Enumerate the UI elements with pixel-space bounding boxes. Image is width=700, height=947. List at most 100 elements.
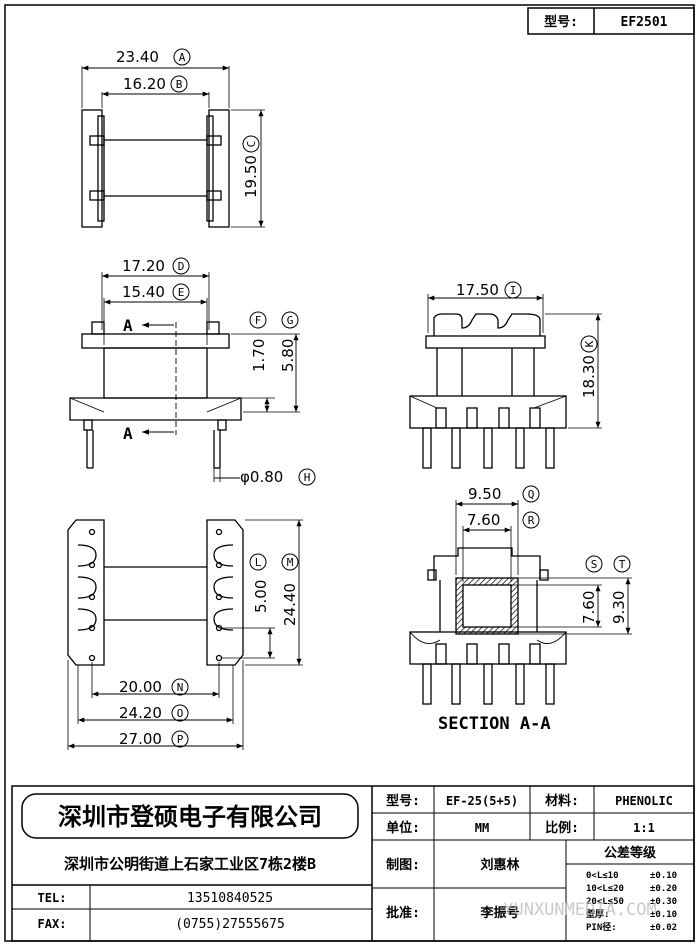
- dim-R-value: 7.60: [467, 511, 500, 529]
- dim-N-circle: [171, 678, 189, 696]
- dim-E-value: 15.40: [122, 283, 165, 301]
- dim-M-circle: [281, 553, 299, 571]
- dim-F-circle: [249, 311, 267, 329]
- dim-T-letter: T: [619, 558, 626, 571]
- tolerance-value: ±0.10: [650, 871, 677, 881]
- outer-frame: [4, 4, 695, 942]
- dim-L-value: 5.00: [252, 580, 270, 613]
- dim-I-letter: I: [510, 284, 517, 297]
- tolerance-range: 20<L≤50: [586, 897, 624, 907]
- tolerance-value: ±0.20: [650, 884, 677, 894]
- dim-N-letter: N: [177, 681, 184, 694]
- dim-T-circle: [613, 555, 631, 573]
- tolerance-table: 0<L≤10 ±0.10 10<L≤20 ±0.20 20<L≤50 ±0.30 壁厚: ±0…: [586, 871, 677, 933]
- dim-K-circle: [580, 335, 598, 353]
- header-model-label: 型号:: [544, 14, 578, 30]
- tb-approved-value: 李振号: [479, 905, 519, 921]
- top-view: [81, 65, 265, 228]
- dim-E-circle: [172, 283, 190, 301]
- dim-D-value: 17.20: [122, 257, 165, 275]
- dim-B-circle: [170, 75, 188, 93]
- tb-model-value: EF-25(5+5): [446, 794, 518, 808]
- dim-A-letter: A: [179, 51, 186, 64]
- tolerance-value: ±0.10: [650, 910, 677, 920]
- title-block: [11, 785, 695, 942]
- dim-L-letter: L: [255, 556, 262, 569]
- dim-K-letter: K: [583, 340, 596, 347]
- watermark: YUNXUNMEDIA.COM: [503, 900, 657, 920]
- tb-drawn-label: 制图:: [386, 857, 420, 873]
- dim-A-value: 23.40: [116, 48, 159, 66]
- dim-I-circle: [504, 281, 522, 299]
- dim-C-letter: C: [245, 141, 258, 148]
- tb-drawn-value: 刘惠林: [480, 857, 519, 873]
- bottom-view: [67, 519, 303, 750]
- dim-L-circle: [249, 553, 267, 571]
- section-mark-top: A: [123, 316, 133, 335]
- header-model-value: EF2501: [621, 15, 668, 30]
- dim-O-letter: O: [177, 707, 184, 720]
- dim-K-value: 18.30: [580, 355, 598, 398]
- dim-P-letter: P: [177, 733, 184, 746]
- company-address: 深圳市公明街道上石家工业区7栋2楼B: [64, 855, 316, 873]
- tb-scale-label: 比例:: [545, 820, 579, 836]
- dim-P-circle: [171, 730, 189, 748]
- section-view: [409, 500, 632, 705]
- dim-G-circle: [281, 311, 299, 329]
- dim-G-letter: G: [287, 314, 294, 327]
- dim-Q-circle: [522, 485, 540, 503]
- tolerance-range: 0<L≤10: [586, 871, 619, 881]
- header-model-box: 型号: EF2501: [527, 7, 695, 35]
- side-view: [69, 272, 300, 482]
- fax-value: (0755)27555675: [175, 917, 285, 932]
- tolerance-range: PIN径:: [586, 921, 617, 933]
- tolerance-value: ±0.30: [650, 897, 677, 907]
- dim-D-letter: D: [178, 260, 185, 273]
- dim-B-value: 16.20: [123, 75, 166, 93]
- tolerance-value: ±0.02: [650, 923, 677, 933]
- dim-M-value: 24.40: [281, 583, 299, 626]
- dim-F-letter: F: [255, 314, 262, 327]
- dim-F-value: 1.70: [250, 339, 268, 372]
- dim-H-letter: H: [304, 471, 311, 484]
- dim-S-circle: [585, 555, 603, 573]
- dim-R-circle: [522, 511, 540, 529]
- section-caption: SECTION A-A: [438, 714, 551, 734]
- dim-O-circle: [171, 704, 189, 722]
- dim-T-value: 9.30: [610, 591, 628, 624]
- tb-unit-value: MM: [475, 821, 489, 835]
- fax-label: FAX:: [38, 917, 67, 931]
- dim-E-letter: E: [178, 286, 185, 299]
- dim-Q-value: 9.50: [468, 485, 501, 503]
- dim-H-value: φ0.80: [240, 468, 283, 486]
- tb-approved-label: 批准:: [386, 905, 420, 921]
- dim-D-circle: [172, 257, 190, 275]
- dim-Q-letter: Q: [528, 488, 535, 501]
- section-mark-bottom: A: [123, 424, 133, 443]
- dim-S-letter: S: [591, 558, 598, 571]
- tb-material-value: PHENOLIC: [615, 794, 673, 808]
- front-view: [409, 294, 602, 469]
- tb-material-label: 材料:: [545, 793, 579, 809]
- dim-M-letter: M: [287, 556, 294, 569]
- dim-S-value: 7.60: [580, 591, 598, 624]
- tolerance-range: 壁厚:: [586, 908, 609, 920]
- tel-value: 13510840525: [187, 891, 273, 906]
- dim-H-circle: [298, 468, 316, 486]
- dim-G-value: 5.80: [279, 339, 297, 372]
- dim-C-circle: [242, 135, 260, 153]
- company-name: 深圳市登硕电子有限公司: [58, 803, 322, 831]
- tb-scale-value: 1:1: [633, 821, 655, 835]
- dim-A-circle: [173, 48, 191, 66]
- dim-P-value: 27.00: [119, 730, 162, 748]
- tolerance-title: 公差等级: [604, 845, 657, 861]
- tel-label: TEL:: [38, 891, 67, 905]
- tb-model-label: 型号:: [386, 793, 420, 809]
- dim-B-letter: B: [176, 78, 183, 91]
- dim-R-letter: R: [528, 514, 535, 527]
- tb-unit-label: 单位:: [386, 820, 420, 836]
- dim-I-value: 17.50: [456, 281, 499, 299]
- dim-O-value: 24.20: [119, 704, 162, 722]
- tolerance-range: 10<L≤20: [586, 884, 624, 894]
